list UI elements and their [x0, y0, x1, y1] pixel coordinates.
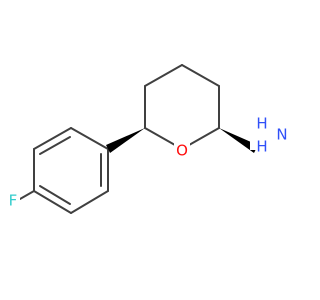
stereo-wedge-methylene [219, 128, 258, 153]
oxygen-label: O [174, 142, 190, 160]
bond-c5-c4 [144, 64, 183, 87]
oxane-ring [144, 64, 220, 150]
amine-label: H H N [250, 115, 294, 156]
stereo-wedge-aryl [106, 128, 145, 153]
amine-h-symbol: H [256, 115, 267, 133]
bond-ring-f [19, 190, 35, 200]
amine-h-symbol-2: H [256, 138, 267, 156]
bond-ring-inner-1 [39, 136, 71, 155]
bond-ring-c2-c3 [33, 127, 72, 150]
fluorine-symbol: F [9, 192, 18, 210]
bond-c4-c3 [181, 64, 220, 87]
bond-ring-c4-c5 [33, 190, 72, 214]
bond-ring-c5-c6 [70, 190, 109, 214]
bond-ring-inner-2 [39, 185, 71, 205]
fluorophenyl-ring [33, 127, 109, 214]
fluorine-label: F [6, 192, 20, 210]
bond-ring-c1-c2 [70, 127, 109, 150]
oxygen-symbol: O [176, 142, 188, 160]
amine-n-symbol: N [276, 126, 287, 144]
structure-canvas: F O H H N [6, 64, 294, 214]
